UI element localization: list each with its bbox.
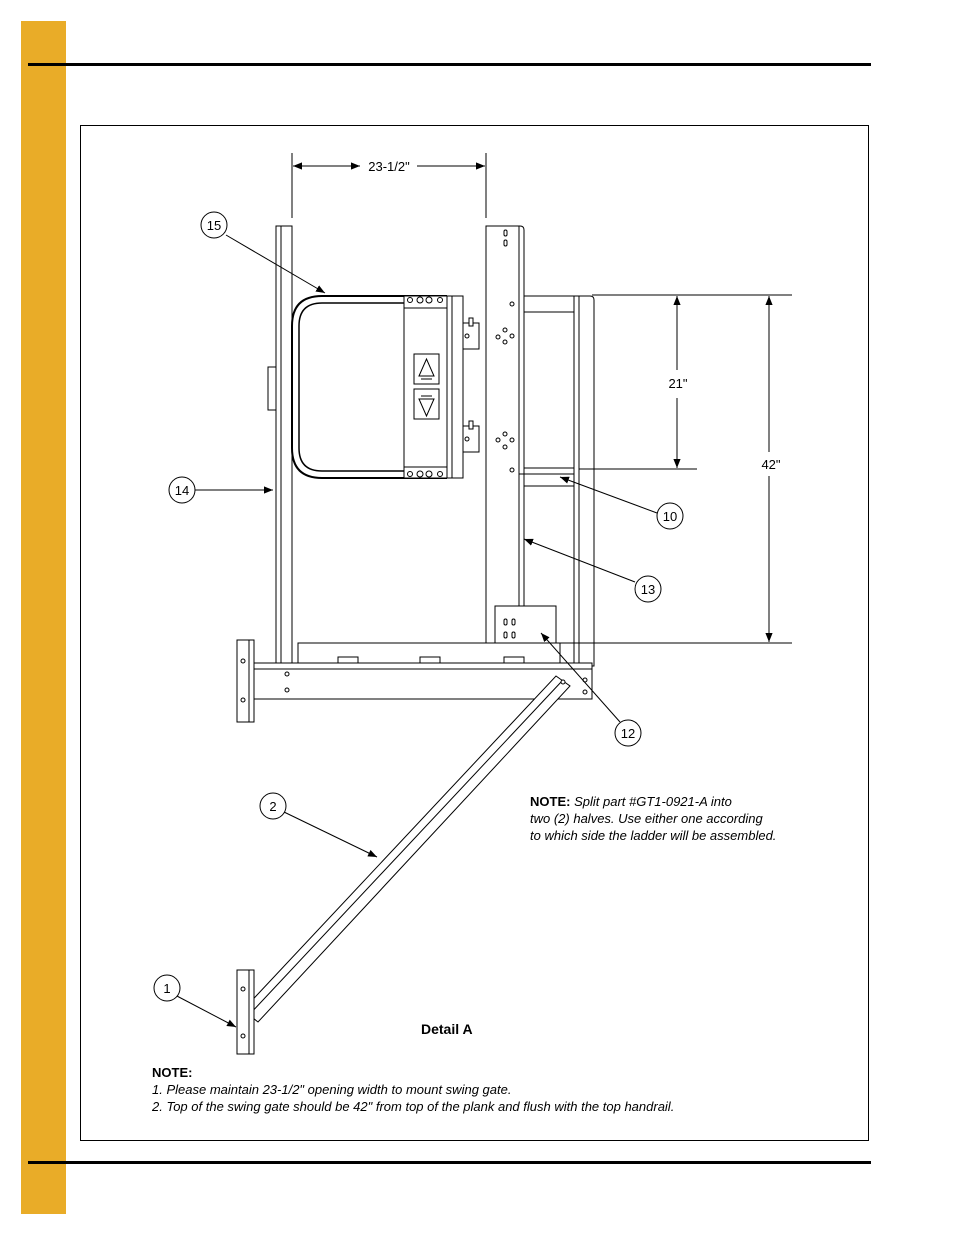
callout-13: 13 xyxy=(634,575,662,603)
installation-notes: NOTE: 1. Please maintain 23-1/2" opening… xyxy=(152,1064,674,1115)
dimension-vertical xyxy=(556,294,792,644)
installation-note-item: 1. Please maintain 23-1/2" opening width… xyxy=(152,1082,512,1097)
callout-12-label: 12 xyxy=(621,726,635,741)
callout-14: 14 xyxy=(168,476,196,504)
callout-2: 2 xyxy=(259,792,287,820)
dimension-opening-width-label: 23-1/2" xyxy=(368,159,410,174)
installation-note-item: 2. Top of the swing gate should be 42" f… xyxy=(152,1099,675,1114)
drawing-frame xyxy=(80,125,869,1141)
top-handrail xyxy=(519,295,595,667)
split-part-note-line1: Split part #GT1-0921-A into xyxy=(574,794,732,809)
callout-1-label: 1 xyxy=(163,981,170,996)
right-post xyxy=(485,225,525,667)
platform-plank xyxy=(236,639,593,723)
callout-13-label: 13 xyxy=(641,582,655,597)
page-side-tab xyxy=(21,21,66,1214)
callout-12: 12 xyxy=(614,719,642,747)
diagonal-brace xyxy=(242,675,571,1023)
dimension-total-height-label: 42" xyxy=(761,457,780,472)
callout-2-label: 2 xyxy=(269,799,276,814)
swing-gate xyxy=(291,295,480,479)
callout-15: 15 xyxy=(200,211,228,239)
callout-1: 1 xyxy=(153,974,181,1002)
callout-10: 10 xyxy=(656,502,684,530)
dimension-gate-height-label: 21" xyxy=(668,376,687,391)
split-part-note: NOTE: Split part #GT1-0921-A into two (2… xyxy=(530,793,830,844)
callout-15-label: 15 xyxy=(207,218,221,233)
dimension-opening-width xyxy=(291,153,487,218)
split-part-note-line3: to which side the ladder will be assembl… xyxy=(530,828,777,843)
detail-label: Detail A xyxy=(421,1021,473,1037)
footer-rule xyxy=(28,1161,871,1164)
callout-14-label: 14 xyxy=(175,483,189,498)
left-post xyxy=(267,225,293,667)
split-part-note-line2: two (2) halves. Use either one according xyxy=(530,811,763,826)
callout-10-label: 10 xyxy=(663,509,677,524)
foot-plate xyxy=(236,969,255,1055)
installation-notes-heading: NOTE: xyxy=(152,1065,193,1080)
header-rule xyxy=(28,63,871,66)
split-part-note-heading: NOTE: xyxy=(530,794,571,809)
mounting-bracket xyxy=(494,605,557,644)
